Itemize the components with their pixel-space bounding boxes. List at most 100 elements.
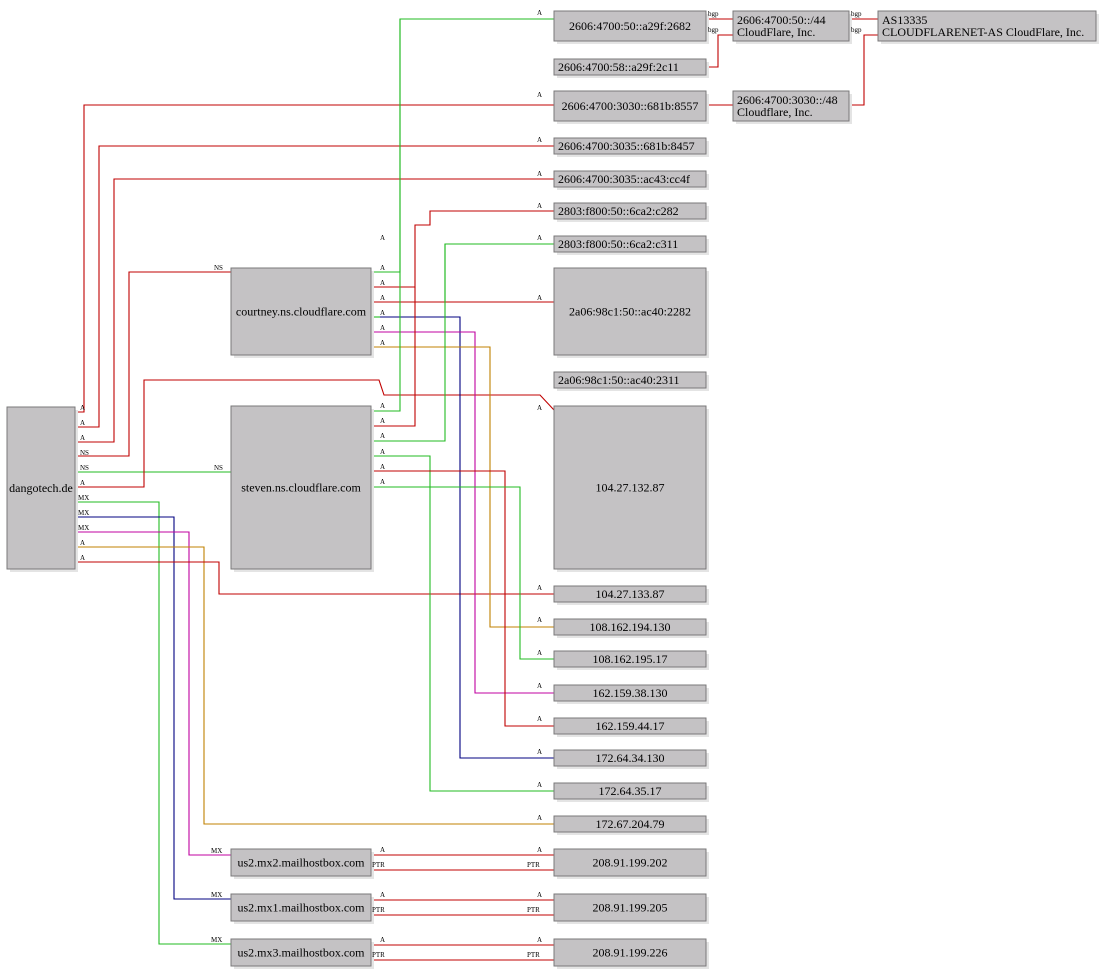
edge-line bbox=[371, 244, 446, 442]
node-ns-steven[interactable]: steven.ns.cloudflare.com bbox=[230, 405, 374, 572]
edge-label-a: A bbox=[537, 649, 542, 657]
node-ip-108-162-194-130[interactable]: 108.162.194.130 bbox=[553, 618, 709, 638]
edge-line bbox=[75, 501, 231, 945]
node-label: 208.91.199.205 bbox=[593, 901, 668, 915]
node-ip6-ac43-cc4f[interactable]: 2606:4700:3035::ac43:cc4f bbox=[553, 170, 709, 190]
node-label: 172.64.35.17 bbox=[599, 784, 662, 798]
edge-label-a: A bbox=[537, 9, 542, 17]
node-label: 2803:f800:50::6ca2:c282 bbox=[558, 204, 679, 218]
node-mx2[interactable]: us2.mx2.mailhostbox.com bbox=[230, 848, 374, 879]
node-ip-162-159-38-130[interactable]: 162.159.38.130 bbox=[553, 684, 709, 704]
node-ip-104-27-133-87[interactable]: 104.27.133.87 bbox=[553, 585, 709, 605]
node-box bbox=[553, 717, 707, 735]
node-mx1[interactable]: us2.mx1.mailhostbox.com bbox=[230, 893, 374, 924]
node-label: 104.27.132.87 bbox=[596, 481, 665, 495]
edge-label-mx: MX bbox=[211, 847, 222, 855]
node-label: 104.27.133.87 bbox=[596, 587, 665, 601]
edge-line bbox=[371, 243, 554, 303]
node-label: 2606:4700:50::/44 bbox=[737, 13, 826, 27]
edge-label-a: A bbox=[537, 404, 542, 412]
edge-line bbox=[371, 210, 554, 288]
node-box bbox=[230, 893, 372, 922]
node-label: 2a06:98c1:50::ac40:2282 bbox=[569, 305, 691, 319]
edge-label-a: A bbox=[537, 616, 542, 624]
edge-label-a: A bbox=[537, 202, 542, 210]
edge-label-ptr: PTR bbox=[527, 906, 540, 914]
node-ip-172-64-35-17[interactable]: 172.64.35.17 bbox=[553, 782, 709, 802]
node-box bbox=[732, 90, 850, 122]
node-label: 2606:4700:3030::681b:8557 bbox=[562, 99, 699, 113]
node-label: 2606:4700:3030::/48 bbox=[737, 93, 838, 107]
node-ip-208-202[interactable]: 208.91.199.202 bbox=[553, 848, 709, 879]
node-label: 208.91.199.202 bbox=[593, 856, 668, 870]
node-ip-172-64-34-130[interactable]: 172.64.34.130 bbox=[553, 749, 709, 769]
edge-line bbox=[371, 331, 554, 694]
edge-label-ns: NS bbox=[80, 449, 89, 457]
edge-label-ptr: PTR bbox=[527, 861, 540, 869]
node-box bbox=[553, 938, 707, 967]
edge-label-ns: NS bbox=[214, 464, 223, 472]
edge-line bbox=[371, 470, 554, 727]
node-ip6-a29f-2c11[interactable]: 2606:4700:58::a29f:2c11 bbox=[553, 58, 709, 78]
edge-label-a: A bbox=[537, 814, 542, 822]
node-mx3[interactable]: us2.mx3.mailhostbox.com bbox=[230, 938, 374, 969]
node-ns-courtney[interactable]: courtney.ns.cloudflare.com bbox=[230, 267, 374, 358]
node-ip6-681b-8557[interactable]: 2606:4700:3030::681b:8557 bbox=[553, 90, 709, 124]
node-box bbox=[553, 371, 707, 389]
node-box bbox=[553, 684, 707, 702]
node-box bbox=[553, 267, 707, 356]
edge-label-a: A bbox=[537, 91, 542, 99]
edge-label-a: A bbox=[537, 891, 542, 899]
node-ip-162-159-44-17[interactable]: 162.159.44.17 bbox=[553, 717, 709, 737]
edge-label-a: A bbox=[80, 554, 85, 562]
edge-line bbox=[706, 34, 733, 68]
node-ip-108-162-195-17[interactable]: 108.162.195.17 bbox=[553, 650, 709, 670]
node-label: us2.mx2.mailhostbox.com bbox=[238, 856, 366, 870]
edge-label-mx: MX bbox=[78, 494, 89, 502]
node-ip6-6ca2-c282[interactable]: 2803:f800:50::6ca2:c282 bbox=[553, 202, 709, 222]
node-ip-208-226[interactable]: 208.91.199.226 bbox=[553, 938, 709, 969]
node-box bbox=[553, 815, 707, 833]
edge-label-ptr: PTR bbox=[527, 951, 540, 959]
edge-line bbox=[371, 316, 554, 759]
node-ip-104-27-132-87[interactable]: 104.27.132.87 bbox=[553, 405, 709, 572]
edge-line bbox=[75, 104, 554, 413]
node-ip6-6ca2-c311[interactable]: 2803:f800:50::6ca2:c311 bbox=[553, 235, 709, 255]
edge-label-bgp: bgp bbox=[708, 26, 719, 34]
node-ip-208-205[interactable]: 208.91.199.205 bbox=[553, 893, 709, 924]
node-ip6-ac40-2311[interactable]: 2a06:98c1:50::ac40:2311 bbox=[553, 371, 709, 391]
edge-line bbox=[75, 271, 231, 457]
edges bbox=[75, 18, 878, 961]
edge-line bbox=[371, 486, 554, 660]
edge-label-mx: MX bbox=[211, 891, 222, 899]
node-label: 172.64.34.130 bbox=[596, 751, 665, 765]
node-box bbox=[553, 170, 707, 188]
edge-label-a: A bbox=[380, 234, 385, 242]
node-ip-172-67-204-79[interactable]: 172.67.204.79 bbox=[553, 815, 709, 835]
edge-label-a: A bbox=[380, 294, 385, 302]
node-ip6-a29f-2682[interactable]: 2606:4700:50::a29f:2682 bbox=[553, 10, 709, 44]
node-label: 2606:4700:50::a29f:2682 bbox=[569, 19, 691, 33]
edge-label-a: A bbox=[537, 715, 542, 723]
node-domain[interactable]: dangotech.de bbox=[6, 406, 78, 572]
edge-line bbox=[75, 531, 231, 856]
edge-line bbox=[75, 561, 554, 595]
node-label: 2606:4700:3035::681b:8457 bbox=[558, 139, 695, 153]
edge-label-a: A bbox=[380, 417, 385, 425]
edge-line bbox=[75, 178, 554, 443]
node-ip6-ac40-2282[interactable]: 2a06:98c1:50::ac40:2282 bbox=[553, 267, 709, 358]
node-label: AS13335 bbox=[882, 13, 927, 27]
edge-label-a: A bbox=[537, 781, 542, 789]
edge-label-a: A bbox=[380, 432, 385, 440]
node-box bbox=[6, 406, 76, 570]
node-label: courtney.ns.cloudflare.com bbox=[236, 305, 367, 319]
edge-label-a: A bbox=[380, 279, 385, 287]
node-ip6-681b-8457[interactable]: 2606:4700:3035::681b:8457 bbox=[553, 137, 709, 157]
node-label: 172.67.204.79 bbox=[596, 817, 665, 831]
node-box bbox=[553, 893, 707, 922]
edge-label-bgp: bgp bbox=[708, 10, 719, 18]
